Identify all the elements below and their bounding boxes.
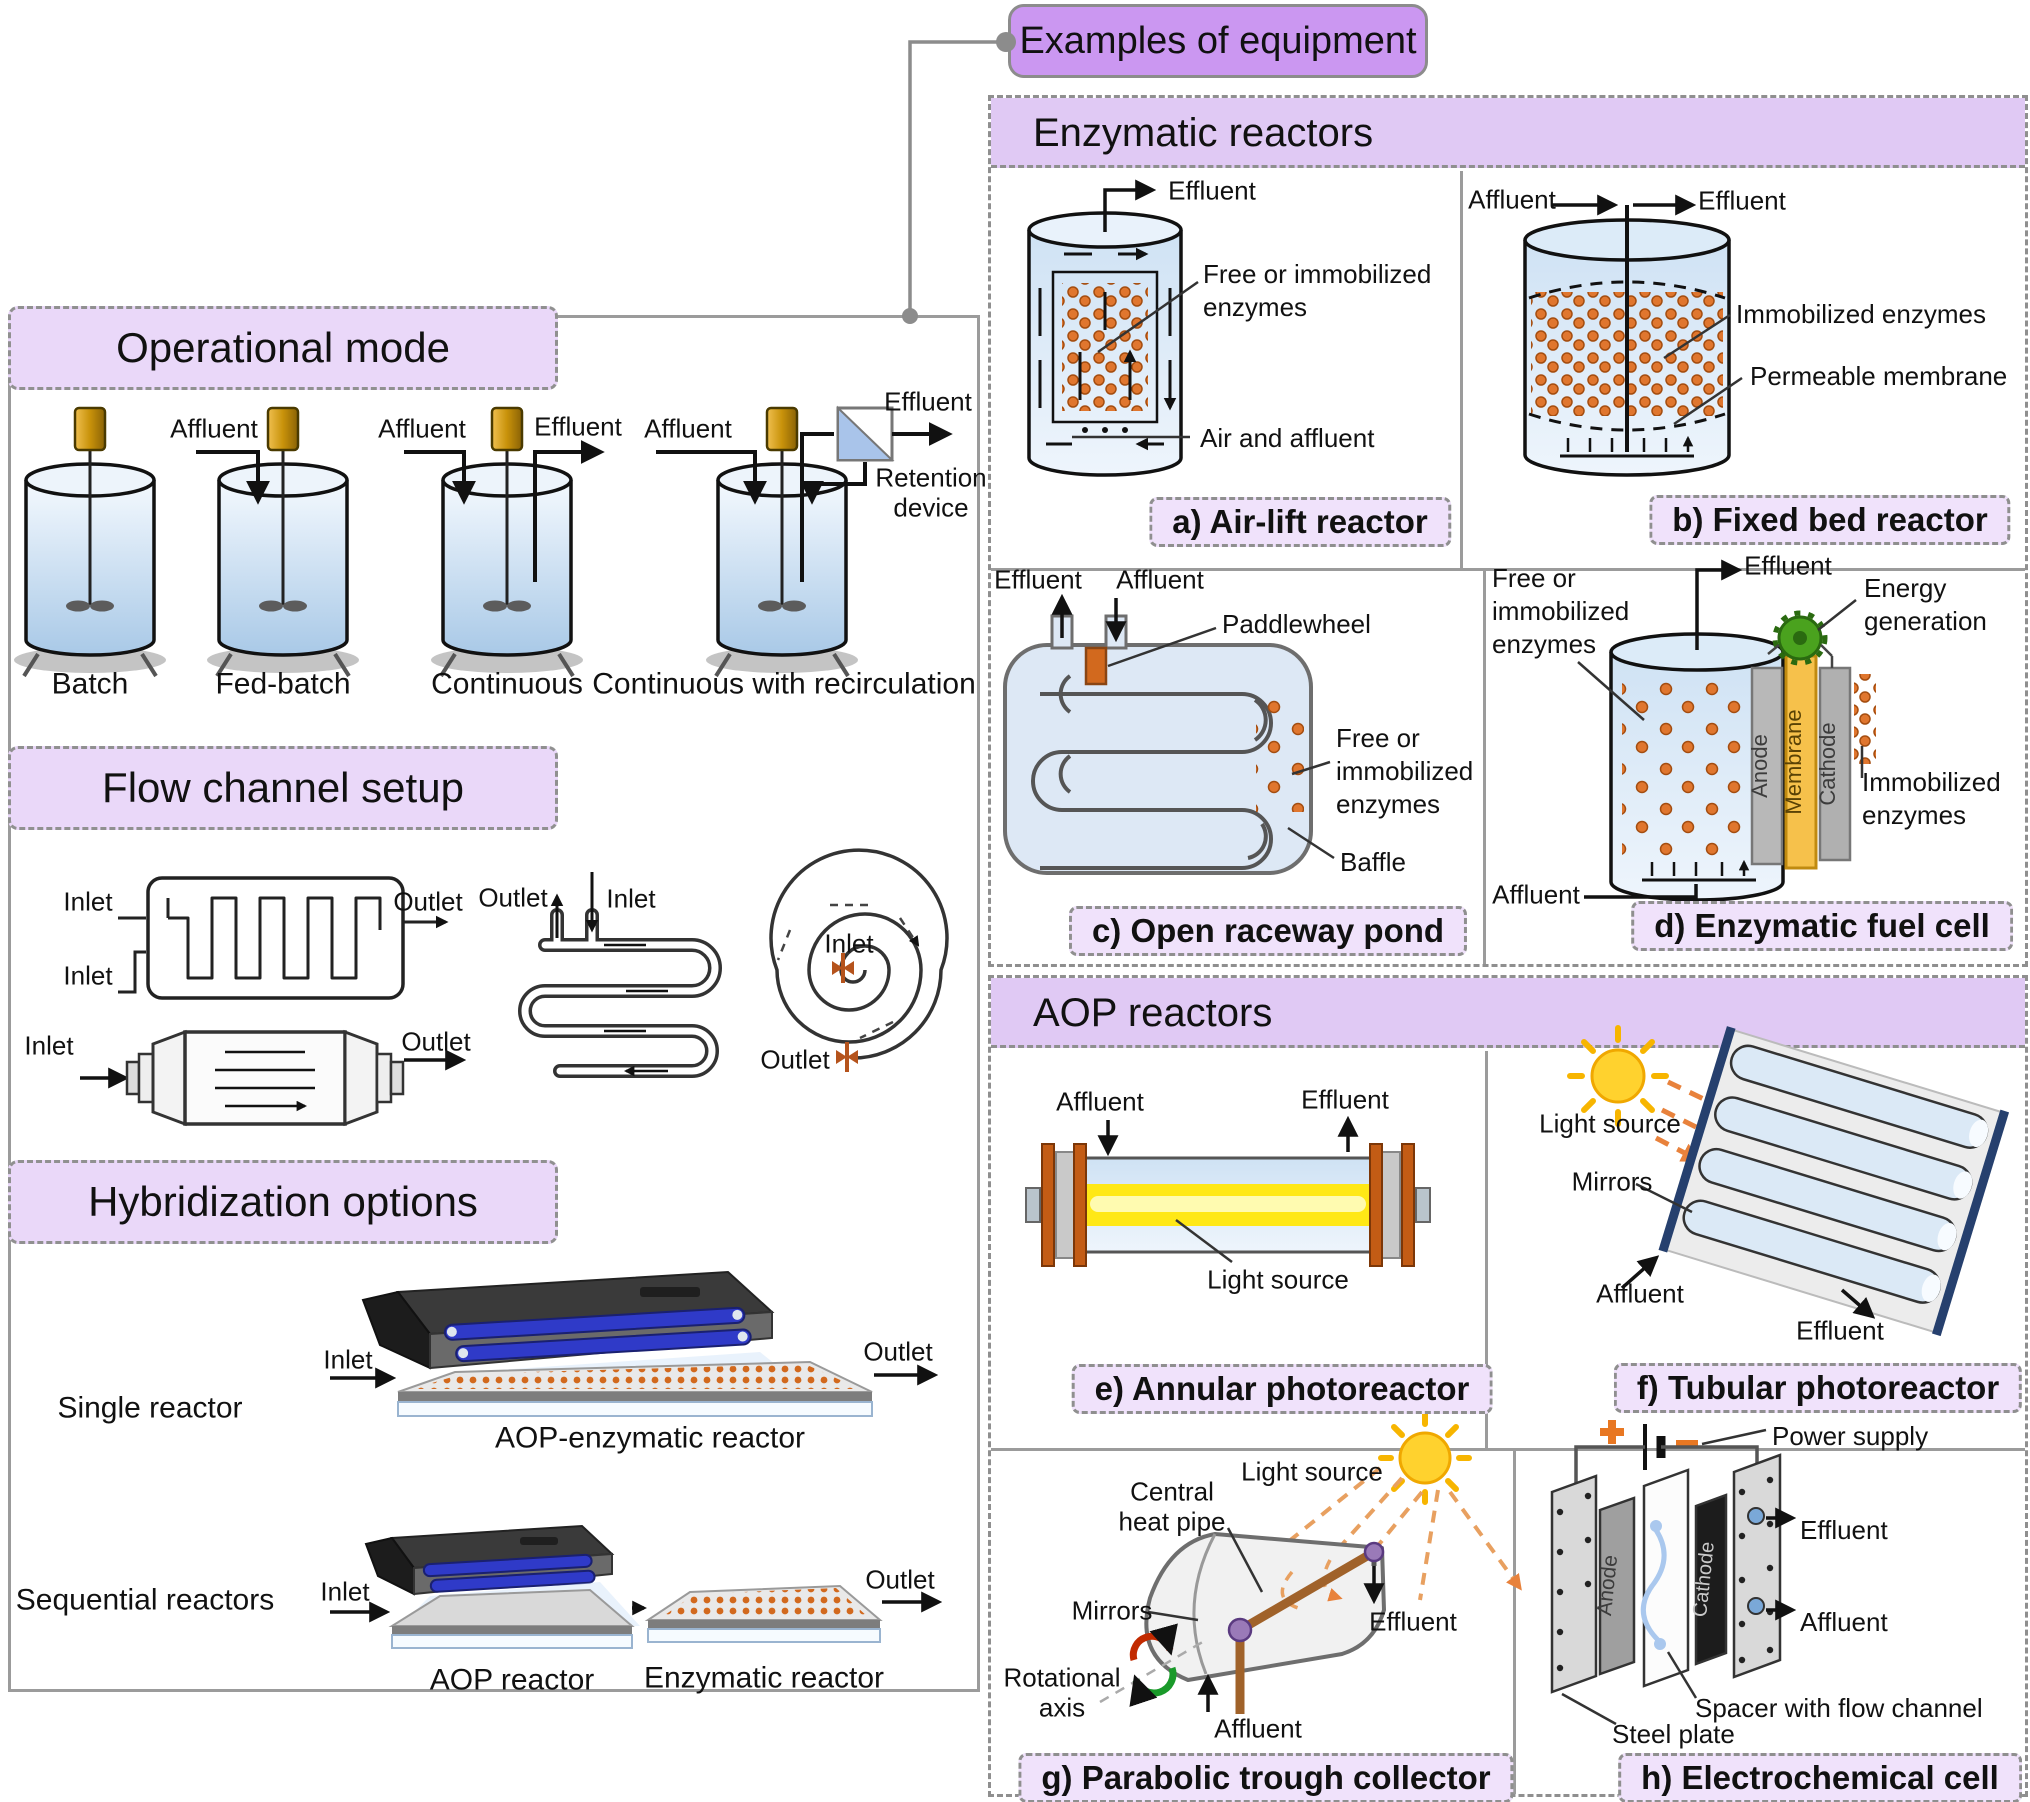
flow-channel-header: Flow channel setup [8, 746, 558, 830]
caption-b: b) Fixed bed reactor [1649, 495, 2011, 545]
g-affluent-label: Affluent [1214, 1713, 1302, 1744]
batch-label: Batch [51, 667, 129, 701]
recirc-label: Continuous with recirculation [592, 667, 976, 701]
operational-mode-header: Operational mode [8, 306, 558, 390]
retention-line1: Retention [875, 462, 987, 493]
fc-inlet2-label: Inlet [63, 960, 113, 991]
divider-ab [1460, 171, 1463, 570]
g-effluent-label: Effluent [1369, 1606, 1457, 1637]
continuous-label: Continuous [431, 667, 583, 701]
fc-inlet4-label: Inlet [606, 883, 656, 914]
h-affluent-label: Affluent [1800, 1607, 1888, 1637]
g-mirrors-label: Mirrors [1071, 1595, 1153, 1626]
hy-inlet2-label: Inlet [320, 1576, 370, 1607]
caption-c: c) Open raceway pond [1068, 906, 1468, 956]
fc-outlet3-label: Outlet [478, 882, 548, 913]
fedbatch-affluent-label: Affluent [170, 413, 258, 444]
c-free-label: Free or immobilized enzymes [1336, 723, 1474, 819]
sequential-label: Sequential reactors [15, 1583, 275, 1617]
left-panel [8, 315, 980, 1692]
g-rot-line1: Rotational [1003, 1662, 1121, 1693]
d-free-label: Free or immobilized enzymes [1492, 563, 1630, 659]
f-affluent-label: Affluent [1596, 1278, 1684, 1309]
c-baffle-label: Baffle [1340, 847, 1407, 877]
caption-e: e) Annular photoreactor [1071, 1364, 1493, 1414]
g-central-line2: heat pipe [1118, 1506, 1226, 1537]
fc-outlet2-label: Outlet [401, 1026, 471, 1057]
enz-reactor-caption: Enzymatic reactor [643, 1661, 885, 1695]
e-lightsource-label: Light source [1207, 1264, 1349, 1295]
divider-row1 [991, 568, 2025, 571]
c-effluent-label: Effluent [994, 564, 1082, 595]
divider-cd [1483, 571, 1486, 964]
d-energy-label: Energy generation [1864, 573, 1987, 636]
b-affluent-label: Affluent [1468, 184, 1556, 215]
d-effluent-label: Effluent [1744, 550, 1832, 581]
recirc-affluent-label: Affluent [644, 413, 732, 444]
f-mirrors-label: Mirrors [1571, 1166, 1653, 1197]
recirc-effluent-label: Effluent [884, 386, 972, 417]
fc-inlet1-label: Inlet [63, 886, 113, 917]
f-lightsource-label: Light source [1539, 1108, 1681, 1139]
title-node: Examples of equipment [1008, 4, 1428, 78]
a-air-label: Air and affluent [1200, 423, 1375, 453]
divider-row2 [991, 1448, 2025, 1451]
continuous-effluent-label: Effluent [534, 411, 622, 442]
a-effluent-label: Effluent [1168, 175, 1256, 206]
b-immobilized-label: Immobilized enzymes [1736, 299, 1986, 329]
f-effluent-label: Effluent [1796, 1315, 1884, 1346]
fc-spiral-outlet-label: Outlet [760, 1044, 830, 1075]
h-spacer-label: Spacer with flow channel [1695, 1693, 1983, 1723]
aop-enzymatic-caption: AOP-enzymatic reactor [494, 1421, 806, 1455]
h-effluent-label: Effluent [1800, 1515, 1888, 1545]
aop-reactors-header: AOP reactors [991, 978, 2025, 1048]
caption-g: g) Parabolic trough collector [1018, 1753, 1514, 1802]
hybridization-header: Hybridization options [8, 1160, 558, 1244]
g-central-line1: Central [1130, 1476, 1214, 1507]
divider-gh [1513, 1451, 1516, 1794]
fedbatch-label: Fed-batch [215, 667, 351, 701]
page-title: Examples of equipment [1019, 19, 1417, 62]
c-paddlewheel-label: Paddlewheel [1222, 609, 1371, 639]
aop-reactor-caption: AOP reactor [429, 1663, 595, 1697]
hy-inlet1-label: Inlet [323, 1344, 373, 1375]
hy-outlet2-label: Outlet [865, 1564, 935, 1595]
caption-d: d) Enzymatic fuel cell [1631, 901, 2013, 951]
b-membrane-label: Permeable membrane [1750, 361, 2008, 391]
g-lightsource-label: Light source [1241, 1456, 1383, 1487]
enzymatic-reactors-header: Enzymatic reactors [991, 98, 2025, 168]
h-steel-label: Steel plate [1612, 1719, 1735, 1749]
divider-ef [1485, 1051, 1488, 1448]
retention-line2: device [893, 492, 969, 523]
caption-h: h) Electrochemical cell [1618, 1753, 2022, 1802]
caption-a: a) Air-lift reactor [1149, 497, 1451, 547]
h-power-label: Power supply [1772, 1421, 1929, 1451]
b-effluent-label: Effluent [1698, 185, 1786, 216]
fc-spiral-inlet-label: Inlet [824, 928, 874, 959]
continuous-affluent-label: Affluent [378, 413, 466, 444]
g-rot-line2: axis [1038, 1692, 1086, 1723]
caption-f: f) Tubular photoreactor [1613, 1363, 2023, 1413]
d-affluent-label: Affluent [1492, 879, 1580, 910]
hy-outlet1-label: Outlet [863, 1336, 933, 1367]
fc-outlet1-label: Outlet [393, 886, 463, 917]
fc-inlet3-label: Inlet [24, 1030, 74, 1061]
e-effluent-label: Effluent [1301, 1084, 1389, 1115]
d-immobilized-label: Immobilized enzymes [1862, 767, 2001, 830]
single-reactor-label: Single reactor [57, 1391, 243, 1425]
a-free-label: Free or immobilized enzymes [1203, 259, 1432, 322]
e-affluent-label: Affluent [1056, 1086, 1144, 1117]
c-affluent-label: Affluent [1116, 564, 1204, 595]
